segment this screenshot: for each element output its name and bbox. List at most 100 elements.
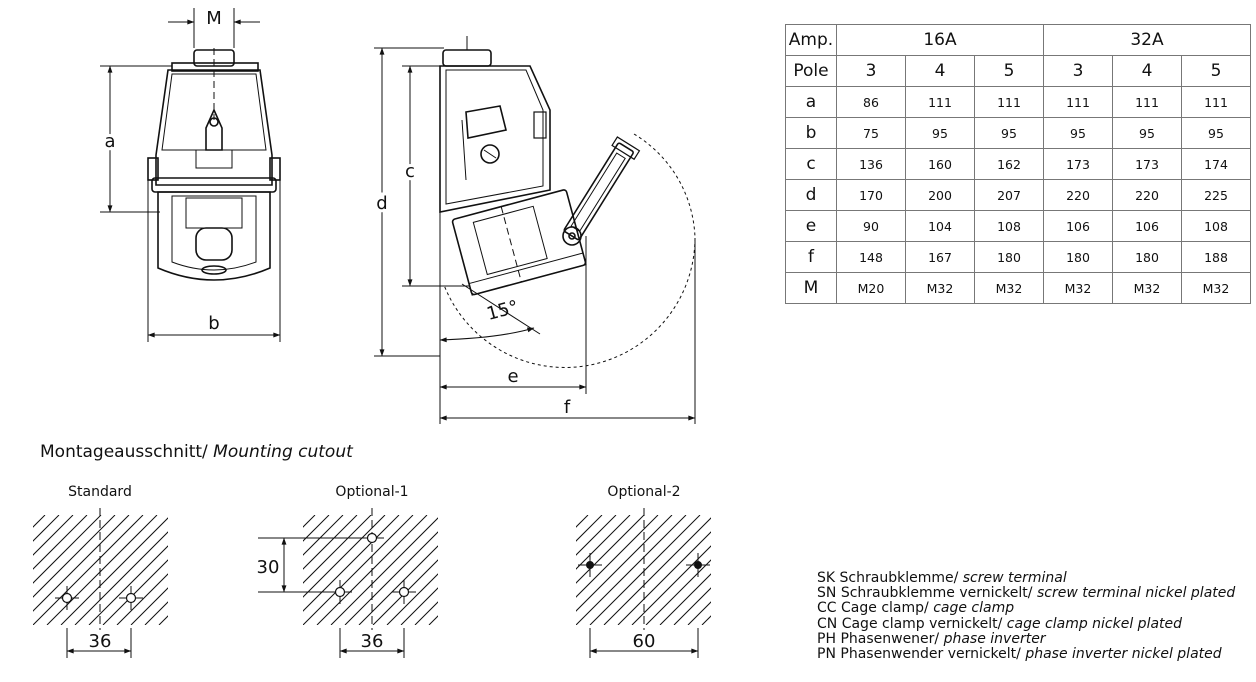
legend-de: Cage clamp vernickelt/ <box>841 615 1003 632</box>
table-row: f 148 167 180 180 180 188 <box>785 241 1251 273</box>
angle-label: 15° <box>484 296 520 325</box>
mounting-cutout-title-de: Montageausschnitt/ <box>40 442 208 462</box>
dim-label-M: M <box>206 8 222 29</box>
cutout-optional1-dim-h: 36 <box>361 631 384 652</box>
side-dimensions <box>374 47 696 424</box>
legend-de: Schraubklemme/ <box>839 570 959 586</box>
table-row: a 86 111 111 111 111 111 <box>785 86 1251 118</box>
table-cell: 220 <box>1043 179 1113 211</box>
legend-item: PH Phasenwener/ phase inverter <box>817 630 1235 647</box>
table-cell: 86 <box>836 86 906 118</box>
dim-label-a: a <box>104 131 115 152</box>
table-cell: 111 <box>974 86 1044 118</box>
table-header-pole: Pole 3 4 5 3 4 5 <box>785 55 1251 87</box>
table-cell: M32 <box>905 272 975 304</box>
row-label: d <box>785 179 837 211</box>
legend-de: Schraubklemme vernickelt/ <box>840 585 1033 602</box>
legend-code: CC <box>817 600 837 617</box>
legend-code: SK <box>817 570 836 586</box>
table-cell: 225 <box>1181 179 1251 211</box>
row-label: f <box>785 241 837 273</box>
table-cell: 148 <box>836 241 906 273</box>
cutout-standard-label: Standard <box>68 484 132 500</box>
pole-cell: 4 <box>1112 55 1182 87</box>
legend-code: PN <box>817 646 836 663</box>
mounting-cutout-title: Montageausschnitt/ Mounting cutout <box>40 442 353 462</box>
row-label: a <box>785 86 837 118</box>
mounting-cutout-title-en: Mounting cutout <box>213 442 353 462</box>
pole-cell: 4 <box>905 55 975 87</box>
table-cell: 75 <box>836 117 906 149</box>
table-cell: 174 <box>1181 148 1251 180</box>
table-cell: 188 <box>1181 241 1251 273</box>
table-cell: 207 <box>974 179 1044 211</box>
amp-label: Amp. <box>785 24 837 56</box>
table-cell: 180 <box>1112 241 1182 273</box>
table-row: e 90 104 108 106 106 108 <box>785 210 1251 242</box>
terminal-legend: SK Schraubklemme/ screw terminal SN Schr… <box>817 570 1235 663</box>
legend-en: cage clamp <box>933 600 1015 617</box>
legend-code: CN <box>817 615 838 632</box>
table-cell: 111 <box>905 86 975 118</box>
legend-en: phase inverter <box>943 630 1046 647</box>
dim-label-e: e <box>507 366 518 387</box>
dim-label-b: b <box>208 313 219 334</box>
legend-en: screw terminal <box>962 570 1067 586</box>
table-header-amp: Amp. 16A 32A <box>785 24 1251 56</box>
legend-en: cage clamp nickel plated <box>1006 615 1183 632</box>
table-cell: 95 <box>1112 117 1182 149</box>
table-row: M M20 M32 M32 M32 M32 M32 <box>785 272 1251 304</box>
table-cell: 95 <box>905 117 975 149</box>
legend-item: PN Phasenwender vernickelt/ phase invert… <box>817 646 1235 663</box>
legend-en: screw terminal nickel plated <box>1036 585 1236 602</box>
table-row: b 75 95 95 95 95 95 <box>785 117 1251 149</box>
table-cell: M32 <box>1112 272 1182 304</box>
table-cell: 173 <box>1043 148 1113 180</box>
table-row: d 170 200 207 220 220 225 <box>785 179 1251 211</box>
cutout-optional1-dim-v: 30 <box>257 557 280 578</box>
cutout-optional1-label: Optional-1 <box>335 484 408 500</box>
table-cell: 95 <box>974 117 1044 149</box>
table-cell: 108 <box>1181 210 1251 242</box>
pole-cell: 5 <box>974 55 1044 87</box>
cutout-optional2-dim: 60 <box>633 631 656 652</box>
cutout-standard <box>33 508 168 658</box>
table-cell: 162 <box>974 148 1044 180</box>
legend-item: CN Cage clamp vernickelt/ cage clamp nic… <box>817 615 1235 632</box>
pole-cell: 5 <box>1181 55 1251 87</box>
cutout-optional2-label: Optional-2 <box>607 484 680 500</box>
table-cell: M32 <box>1181 272 1251 304</box>
dim-label-f: f <box>564 397 571 418</box>
row-label: e <box>785 210 837 242</box>
table-row: c 136 160 162 173 173 174 <box>785 148 1251 180</box>
cutout-optional2 <box>576 508 711 658</box>
table-cell: 95 <box>1181 117 1251 149</box>
table-cell: M20 <box>836 272 906 304</box>
front-view <box>147 48 281 281</box>
table-cell: 111 <box>1181 86 1251 118</box>
table-cell: 173 <box>1112 148 1182 180</box>
table-cell: 160 <box>905 148 975 180</box>
table-cell: 111 <box>1112 86 1182 118</box>
legend-en: phase inverter nickel plated <box>1025 646 1222 663</box>
table-cell: 90 <box>836 210 906 242</box>
legend-item: CC Cage clamp/ cage clamp <box>817 601 1235 616</box>
legend-item: SK Schraubklemme/ screw terminal <box>817 570 1235 586</box>
table-cell: 111 <box>1043 86 1113 118</box>
legend-de: Cage clamp/ <box>841 600 929 617</box>
table-cell: 170 <box>836 179 906 211</box>
dim-label-c: c <box>405 161 415 182</box>
legend-item: SN Schraubklemme vernickelt/ screw termi… <box>817 586 1235 601</box>
group-32a: 32A <box>1043 24 1251 56</box>
group-16a: 16A <box>836 24 1044 56</box>
table-cell: 108 <box>974 210 1044 242</box>
row-label: M <box>785 272 837 304</box>
table-cell: M32 <box>1043 272 1113 304</box>
pole-label: Pole <box>785 55 837 87</box>
table-cell: 167 <box>905 241 975 273</box>
table-cell: 106 <box>1112 210 1182 242</box>
table-cell: 220 <box>1112 179 1182 211</box>
pole-cell: 3 <box>836 55 906 87</box>
legend-de: Phasenwender vernickelt/ <box>840 646 1021 663</box>
